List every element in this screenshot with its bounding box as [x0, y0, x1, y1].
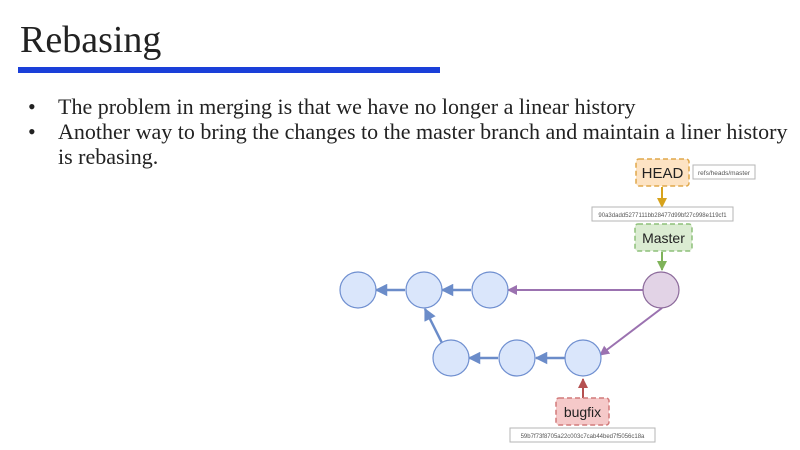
title-underline [18, 67, 440, 73]
bugfix-label-text: bugfix [564, 404, 601, 420]
master-hash-text: 90a3dadd5277111bb28477d99bf27c998e119cf1 [598, 213, 727, 219]
master-label-box [634, 223, 693, 252]
head-label-box [635, 158, 690, 187]
merge-commit-node [642, 271, 680, 309]
head-ref-box [692, 164, 756, 180]
edge-b1-c2 [423, 307, 444, 344]
commit-node [498, 339, 536, 377]
commit-node [564, 339, 602, 377]
commit-node [405, 271, 443, 309]
bullet-item: The problem in merging is that we have n… [28, 94, 788, 119]
bugfix-hash-box [509, 427, 656, 443]
bugfix-label-box [555, 397, 610, 426]
bullet-item: Another way to bring the changes to the … [28, 119, 788, 169]
master-label-text: Master [642, 230, 685, 246]
commit-node [339, 271, 377, 309]
edge-merge-b3 [599, 307, 663, 356]
bullet-list: The problem in merging is that we have n… [28, 94, 788, 169]
head-ref-text: refs/heads/master [698, 170, 751, 177]
bugfix-hash-text: 59b7f73f8705a22c003c7cab44bed7f5056c18a [521, 434, 645, 440]
commit-node [471, 271, 509, 309]
commit-node [432, 339, 470, 377]
slide-title: Rebasing [20, 19, 162, 61]
head-label-text: HEAD [642, 165, 684, 182]
master-hash-box [591, 206, 734, 222]
